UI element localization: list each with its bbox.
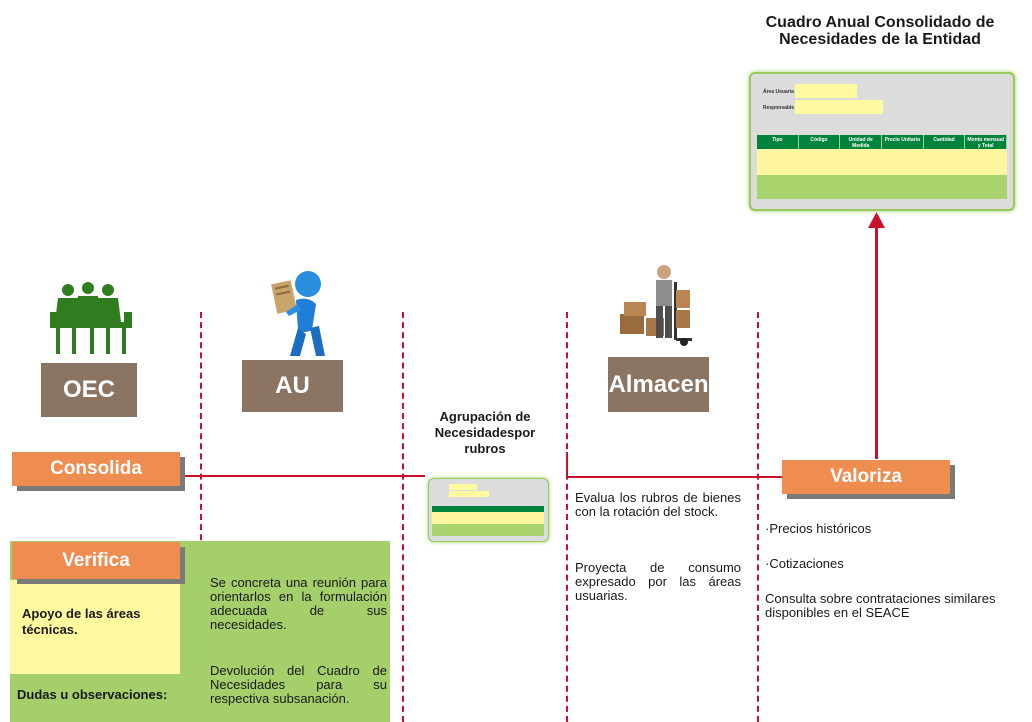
valoriza-item-precios: ·Precios históricos: [765, 521, 872, 536]
lane-divider-1: [200, 312, 202, 722]
col-unidad: Unidad de Medida: [840, 135, 883, 149]
au-reunion-text: Se concreta una reunión para orientarlos…: [210, 575, 387, 632]
diagram-title: Cuadro Anual Consolidado de Necesidades …: [765, 14, 995, 48]
flow-line-consolida: [180, 475, 425, 477]
small-table-row: [432, 524, 544, 536]
role-oec: OEC: [41, 363, 137, 417]
agrupacion-form-preview: [428, 478, 549, 542]
meeting-group-icon: [50, 282, 132, 354]
form-table-row: [757, 175, 1007, 199]
almacen-evalua-text: Evalua los rubros de bienes con la rotac…: [575, 490, 741, 519]
au-devolucion-text: Devolución del Cuadro de Necesidades par…: [210, 663, 387, 706]
form-table-row: [757, 149, 1007, 175]
small-table-row: [432, 512, 544, 524]
col-monto: Monto mensual y Total: [965, 135, 1008, 149]
small-table-header: [432, 506, 544, 512]
flow-line-almacen: [566, 476, 784, 478]
valoriza-item-consulta: Consulta sobre contrataciones similares …: [765, 591, 996, 620]
col-tipo: Tipo: [757, 135, 799, 149]
consolida-button[interactable]: Consolida: [12, 452, 180, 486]
arrow-up-line: [875, 226, 878, 459]
verifica-button[interactable]: Verifica: [12, 542, 180, 579]
agrupacion-label: Agrupación de Necesidadespor rubros: [434, 409, 536, 456]
warehouse-worker-icon: [620, 265, 692, 346]
responsable-field: [795, 100, 883, 114]
role-au: AU: [242, 360, 343, 412]
role-almacen: Almacen: [608, 357, 709, 412]
consolidated-form-preview: Área Usuaria Responsable Tipo Código Uni…: [749, 72, 1015, 211]
small-field-2: [449, 491, 489, 497]
lane-divider-4: [757, 312, 759, 722]
lane-divider-3: [566, 312, 568, 722]
arrow-up-icon: [868, 212, 885, 228]
area-usuaria-label: Área Usuaria: [763, 89, 794, 95]
apoyo-text: Apoyo de las áreas técnicas.: [22, 606, 141, 637]
col-precio: Precio Unitario: [882, 135, 924, 149]
col-codigo: Código: [799, 135, 841, 149]
responsable-label: Responsable: [763, 105, 795, 111]
apoyo-yellow-box: [10, 580, 180, 674]
area-usuaria-field: [795, 84, 857, 98]
lane-divider-2: [402, 312, 404, 722]
dudas-text: Dudas u observaciones:: [17, 687, 168, 702]
valoriza-button[interactable]: Valoriza: [782, 460, 950, 494]
form-table-header: Tipo Código Unidad de Medida Precio Unit…: [757, 135, 1008, 149]
flow-line-almacen-vertical: [566, 452, 568, 477]
user-carrying-documents-icon: [271, 271, 325, 356]
small-field-1: [449, 484, 477, 490]
col-cantidad: Cantidad: [924, 135, 966, 149]
almacen-proyecta-text: Proyecta de consumo expresado por las ár…: [575, 560, 741, 603]
valoriza-item-cotizaciones: ·Cotizaciones: [765, 556, 844, 571]
